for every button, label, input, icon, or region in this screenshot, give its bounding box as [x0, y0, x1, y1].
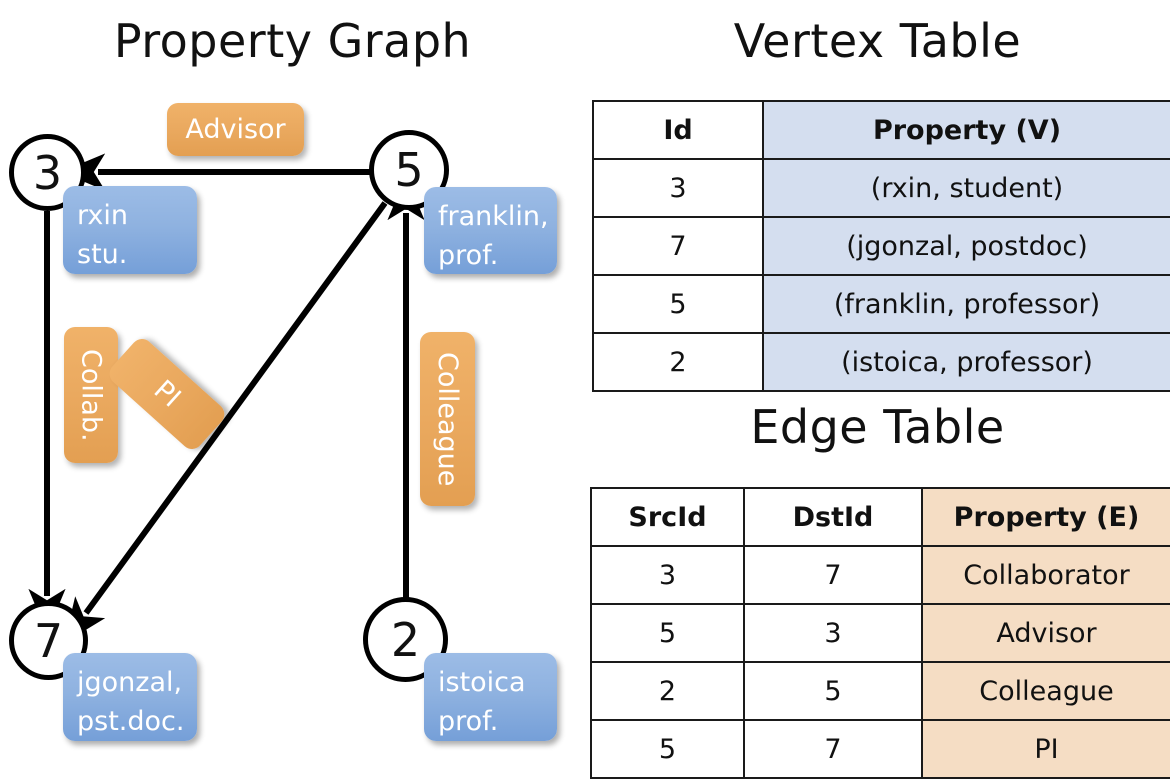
vertex-property-box-7-line2: pst.doc.	[77, 706, 185, 738]
edge-table: SrcId DstId Property (E) 3 7 Collaborato…	[590, 487, 1170, 779]
vertex-cell-id: 2	[592, 332, 764, 392]
edge-cell-property: PI	[921, 719, 1170, 779]
edge-label-colleague[interactable]: Colleague	[420, 332, 475, 506]
edge-cell-dst: 3	[743, 603, 923, 663]
edge-cell-property: Advisor	[921, 603, 1170, 663]
edge-cell-dst: 5	[743, 661, 923, 721]
page-title-property-graph: Property Graph	[113, 14, 472, 68]
edge-cell-property: Colleague	[921, 661, 1170, 721]
graph-node-7-label: 7	[33, 613, 64, 668]
vertex-property-box-3-line2: stu.	[77, 239, 128, 271]
edge-label-collab-text: Collab.	[75, 348, 107, 442]
graph-node-5-label: 5	[394, 143, 424, 197]
vertex-property-box-7[interactable]: jgonzal, pst.doc.	[63, 653, 197, 741]
table-row[interactable]: 5 7 PI	[590, 719, 1170, 779]
table-row[interactable]: 3 7 Collaborator	[590, 545, 1170, 605]
edge-label-advisor-text: Advisor	[185, 114, 286, 145]
table-row[interactable]: 7 (jgonzal, postdoc)	[592, 216, 1170, 276]
edge-cell-src: 5	[590, 719, 745, 779]
vertex-cell-property: (istoica, professor)	[762, 332, 1170, 392]
edge-cell-dst: 7	[743, 545, 923, 605]
vertex-property-box-5-line2: prof.	[438, 240, 499, 272]
graph-node-2-label: 2	[390, 612, 421, 667]
vertex-property-box-2[interactable]: istoica prof.	[424, 653, 557, 741]
vertex-table-header-row: Id Property (V)	[592, 100, 1170, 160]
edge-cell-src: 5	[590, 603, 745, 663]
table-row[interactable]: 5 (franklin, professor)	[592, 274, 1170, 334]
graph-node-2[interactable]: 2	[363, 597, 448, 682]
edge-table-header-dstid: DstId	[743, 487, 923, 547]
edge-5-to-7-pi	[64, 201, 388, 644]
edge-table-header-row: SrcId DstId Property (E)	[590, 487, 1170, 547]
property-graph-diagram: 3 5 7 2 rxin stu. franklin, prof. jgonza…	[0, 0, 585, 760]
vertex-property-box-2-line1: istoica	[438, 667, 526, 698]
vertex-cell-id: 5	[592, 274, 764, 334]
edge-cell-src: 2	[590, 661, 745, 721]
table-row[interactable]: 3 (rxin, student)	[592, 158, 1170, 218]
vertex-property-box-3[interactable]: rxin stu.	[63, 186, 197, 274]
edge-label-collab[interactable]: Collab.	[64, 327, 118, 463]
vertex-cell-property: (rxin, student)	[762, 158, 1170, 218]
vertex-table-header-id: Id	[592, 100, 764, 160]
edge-table-header-property: Property (E)	[921, 487, 1170, 547]
edge-cell-dst: 7	[743, 719, 923, 779]
vertex-cell-id: 3	[592, 158, 764, 218]
table-row[interactable]: 5 3 Advisor	[590, 603, 1170, 663]
graph-node-3-label: 3	[32, 145, 63, 200]
edge-label-pi-text: PI	[147, 374, 187, 414]
vertex-table: Id Property (V) 3 (rxin, student) 7 (jgo…	[592, 100, 1170, 392]
vertex-property-box-2-line2: prof.	[438, 706, 499, 738]
vertex-property-box-5[interactable]: franklin, prof.	[424, 187, 557, 274]
vertex-table-header-property: Property (V)	[762, 100, 1170, 160]
edge-label-colleague-text: Colleague	[432, 351, 463, 487]
table-row[interactable]: 2 5 Colleague	[590, 661, 1170, 721]
vertex-cell-property: (jgonzal, postdoc)	[762, 216, 1170, 276]
graph-edges-svg	[28, 153, 425, 644]
table-row[interactable]: 2 (istoica, professor)	[592, 332, 1170, 392]
vertex-cell-id: 7	[592, 216, 764, 276]
page-title-edge-table: Edge Table	[750, 400, 1005, 454]
vertex-property-box-3-line1: rxin	[77, 200, 128, 231]
page-title-vertex-table: Vertex Table	[733, 14, 1022, 68]
edge-table-header-srcid: SrcId	[590, 487, 745, 547]
edge-cell-property: Collaborator	[921, 545, 1170, 605]
edge-cell-src: 3	[590, 545, 745, 605]
vertex-cell-property: (franklin, professor)	[762, 274, 1170, 334]
vertex-property-box-5-line1: franklin,	[438, 201, 549, 232]
vertex-property-box-7-line1: jgonzal,	[77, 667, 183, 698]
edge-label-advisor[interactable]: Advisor	[167, 103, 304, 156]
